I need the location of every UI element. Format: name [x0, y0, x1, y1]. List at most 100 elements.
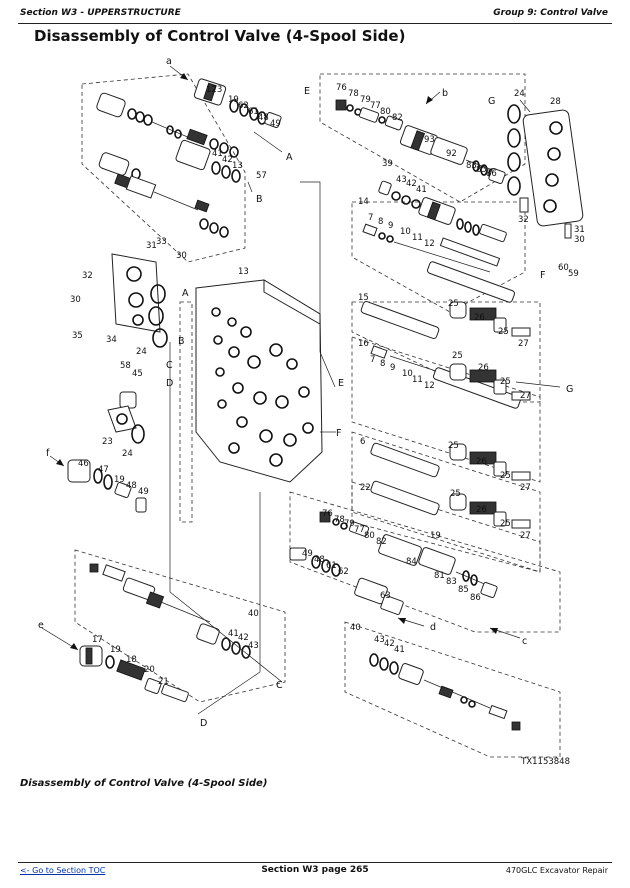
callout: 24	[122, 449, 133, 459]
callout: 25	[500, 519, 511, 529]
callout: 40	[248, 609, 259, 619]
callout: 8	[380, 359, 385, 369]
callout: 86	[486, 169, 497, 179]
callout: 92	[446, 149, 457, 159]
callout: 26	[474, 313, 485, 323]
callout: 42	[406, 179, 417, 189]
connector-letter-f-body: F	[336, 428, 341, 439]
callout: 76	[336, 83, 347, 93]
callout: 84	[406, 557, 417, 567]
callout: 8	[378, 217, 383, 227]
callout: 42	[222, 155, 233, 165]
callout: 39	[382, 159, 393, 169]
callout: 18	[126, 655, 137, 665]
callout: 22	[360, 483, 371, 493]
callout: 27	[518, 339, 529, 349]
header-divider	[18, 23, 612, 24]
callout: 61	[248, 107, 259, 117]
exploded-view-figure: a b c d e f A B C D E F G A B C D E F G …	[20, 52, 610, 774]
callout: 81	[434, 571, 445, 581]
group-39-outline	[351, 201, 526, 313]
callout: 11	[412, 375, 423, 385]
callout: 42	[238, 633, 249, 643]
callouts-lower-middle: 76 78 79 77 80 82 19 49 48 61 62 84 63 8…	[302, 509, 481, 603]
connector-letter-labels: A B C D E F G A B C D E F G	[166, 86, 573, 729]
view-letter-labels: a b c d e f	[38, 56, 527, 647]
callout: 79	[344, 519, 355, 529]
callout: 19	[114, 475, 125, 485]
callout: 93	[424, 135, 435, 145]
callout: 26	[476, 505, 487, 515]
callout: 16	[358, 339, 369, 349]
callouts-b: 76 78 79 77 80 82 93 92 83 85 86	[336, 83, 497, 179]
group-f-parts	[67, 459, 147, 513]
left-cover-block	[107, 253, 168, 444]
view-letter-d: d	[430, 622, 436, 633]
callout: 83	[466, 161, 477, 171]
group-header: Group 9: Control Valve	[493, 8, 608, 18]
callout: 49	[270, 119, 281, 129]
callout: 19	[110, 645, 121, 655]
callout: 123	[206, 85, 222, 95]
callouts-top-right: 24 28 32 31 30 60 59	[514, 89, 585, 279]
callout: 26	[476, 457, 487, 467]
spool-outline-2	[351, 336, 541, 483]
view-letter-b: b	[442, 88, 448, 99]
callout: 33	[156, 237, 167, 247]
callout: 7	[370, 355, 375, 365]
callout: 49	[302, 549, 313, 559]
callout: 25	[500, 377, 511, 387]
spool-rows	[360, 223, 531, 529]
connector-letter-b-body: B	[178, 336, 185, 347]
connector-letter-a-body: A	[182, 288, 189, 299]
callout: 78	[348, 89, 359, 99]
callouts-e: 17 19 18 20 21	[92, 635, 169, 687]
view-letter-e: e	[38, 620, 44, 631]
callout: 31	[574, 225, 585, 235]
group-b-outline	[319, 73, 526, 203]
callout: 27	[520, 531, 531, 541]
connector-letter-e-body: E	[338, 378, 344, 389]
callouts-a: 123 19 62 61 48 49 41 42 13 57	[206, 85, 281, 181]
callout: 30	[574, 235, 585, 245]
callout: 27	[520, 483, 531, 493]
callout: 77	[370, 101, 381, 111]
connector-letter-c: C	[276, 680, 283, 691]
callout: 41	[212, 149, 223, 159]
callout: 85	[476, 165, 487, 175]
callout: 76	[322, 509, 333, 519]
callout: 85	[458, 585, 469, 595]
callout: 25	[448, 299, 459, 309]
group-a-outline	[81, 73, 246, 263]
view-letter-c: c	[522, 636, 527, 647]
callouts-lower-left: 40 41 42 43	[228, 609, 259, 651]
connector-outline-a	[179, 301, 193, 523]
callout: 48	[126, 481, 137, 491]
callout: 41	[394, 645, 405, 655]
callout: 17	[92, 635, 103, 645]
callout: 20	[144, 665, 155, 675]
connector-letter-c-body: C	[166, 360, 173, 371]
group-39-parts	[378, 180, 507, 243]
connector-lines	[169, 99, 561, 715]
callout: 80	[364, 531, 375, 541]
section-header: Section W3 - UPPERSTRUCTURE	[20, 8, 181, 18]
go-to-section-toc-link[interactable]: <- Go to Section TOC	[20, 866, 106, 875]
figure-ref-code: TX1153848	[520, 757, 570, 767]
callout: 19	[228, 95, 239, 105]
callout: 77	[354, 525, 365, 535]
callout: 57	[256, 171, 267, 181]
view-letter-f: f	[46, 448, 50, 459]
view-letter-a: a	[166, 56, 172, 67]
callout: 83	[446, 577, 457, 587]
callout: 43	[396, 175, 407, 185]
lower-left-outline	[74, 549, 286, 703]
callout: 43	[248, 641, 259, 651]
callout: 80	[380, 107, 391, 117]
callout: 43	[374, 635, 385, 645]
callout: 82	[376, 537, 387, 547]
callout: 25	[448, 441, 459, 451]
callout: 78	[334, 515, 345, 525]
figure-caption: Disassembly of Control Valve (4-Spool Si…	[20, 778, 268, 789]
callout: 41	[416, 185, 427, 195]
